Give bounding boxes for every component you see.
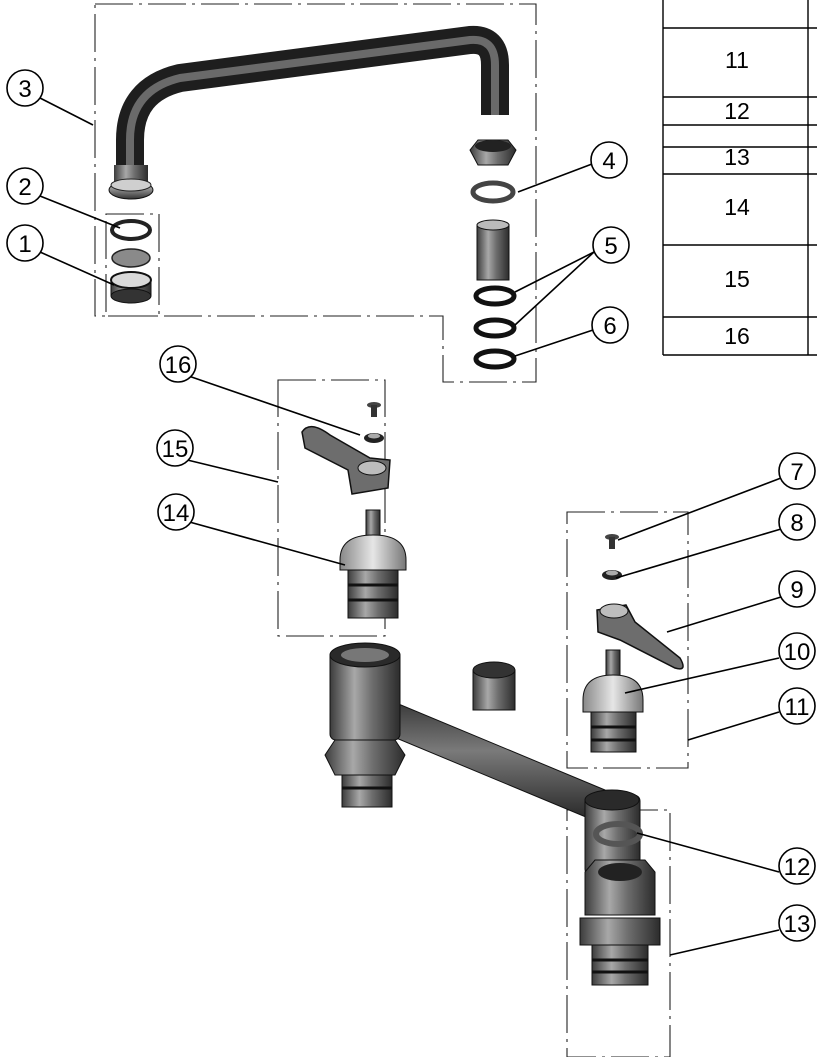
svg-text:10: 10	[784, 639, 811, 666]
callout-6: 6	[591, 306, 629, 344]
aerator-group-outline	[105, 213, 160, 317]
aerator-washer	[110, 219, 152, 241]
callout-11: 11	[778, 687, 816, 725]
spout-group-outline	[94, 3, 537, 383]
o-ring-upper	[473, 285, 517, 307]
callout-3: 3	[6, 69, 44, 107]
callout-1: 1	[6, 224, 44, 262]
callout-7: 7	[778, 452, 816, 490]
parts-table: 11 12 13 14 15 16	[662, 0, 817, 356]
svg-text:12: 12	[784, 854, 811, 881]
right-handle-screw	[605, 534, 619, 549]
aerator	[110, 271, 152, 304]
aerator-screen	[111, 248, 151, 268]
svg-text:8: 8	[790, 510, 803, 537]
svg-text:15: 15	[162, 436, 189, 463]
table-item-11: 11	[725, 47, 749, 73]
right-index-button	[602, 570, 622, 580]
callout-8: 8	[778, 503, 816, 541]
svg-text:4: 4	[602, 148, 615, 175]
left-lever-handle	[301, 426, 391, 495]
callout-13: 13	[778, 904, 816, 942]
table-item-13: 13	[724, 144, 750, 170]
callout-9: 9	[778, 570, 816, 608]
table-item-15: 15	[724, 266, 750, 292]
callout-2: 2	[6, 167, 44, 205]
inlet-coupling	[579, 859, 661, 986]
table-item-14: 14	[724, 194, 750, 220]
callout-5: 5	[592, 226, 630, 264]
svg-text:14: 14	[163, 500, 190, 527]
callout-12: 12	[778, 847, 816, 885]
callout-14: 14	[157, 493, 195, 531]
left-handle-group-outline	[277, 379, 386, 637]
callout-15: 15	[156, 429, 194, 467]
svg-text:2: 2	[18, 174, 31, 201]
faucet-body	[324, 642, 641, 876]
left-index-button	[364, 433, 384, 443]
svg-text:3: 3	[18, 76, 31, 103]
inlet-group-outline	[566, 809, 671, 1057]
spout-nut	[469, 139, 517, 166]
svg-text:13: 13	[784, 911, 811, 938]
callout-10: 10	[778, 632, 816, 670]
svg-text:6: 6	[603, 313, 616, 340]
svg-text:7: 7	[790, 459, 803, 486]
svg-text:11: 11	[785, 694, 810, 721]
callout-16: 16	[159, 345, 197, 383]
svg-text:16: 16	[165, 352, 192, 379]
callout-4: 4	[590, 141, 628, 179]
left-cartridge	[339, 509, 407, 619]
spout-washer	[470, 180, 516, 204]
svg-text:9: 9	[790, 577, 803, 604]
right-lever-handle	[596, 603, 684, 670]
left-handle-screw	[367, 402, 381, 417]
right-handle-group-outline	[566, 511, 689, 769]
swing-spout	[108, 25, 509, 200]
svg-text:1: 1	[18, 231, 31, 258]
o-ring-lower	[473, 317, 517, 339]
spout-tube	[476, 219, 510, 281]
table-item-16: 16	[724, 323, 750, 349]
right-cartridge	[582, 649, 644, 753]
svg-text:5: 5	[604, 233, 617, 260]
leader-lines	[39, 97, 782, 956]
table-item-12: 12	[724, 98, 750, 124]
spout-gasket	[473, 348, 517, 370]
